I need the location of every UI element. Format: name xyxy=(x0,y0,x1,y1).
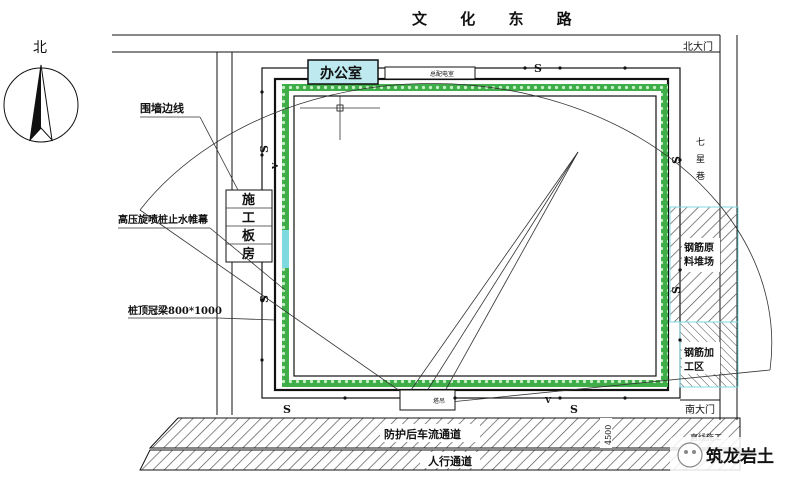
s-marker-bottom-left: S xyxy=(283,403,291,416)
cyan-segment-left xyxy=(282,230,289,268)
north-gate: 北大门 xyxy=(680,40,720,53)
road-name-right-2: 星 xyxy=(696,154,705,165)
v-marker-bottom: V xyxy=(544,395,552,405)
south-gate-label: 南大门 xyxy=(685,403,715,416)
s-marker-left-1: S xyxy=(258,145,271,153)
road-name-right-1: 七 xyxy=(696,137,705,148)
rebar-process-label-1: 钢筋加 xyxy=(684,346,714,359)
board-room: 施 工 板 房 xyxy=(225,189,273,263)
rebar-processing-area: 钢筋加 工区 xyxy=(679,321,739,388)
vehicle-channel: 防护后车流通道 4500 直线施工 xyxy=(148,417,741,449)
edge-markers: S S S V S S V S S xyxy=(258,62,683,416)
callout-fence-line-label: 围墙边线 xyxy=(140,101,184,115)
rebar-raw-label-2: 料堆场 xyxy=(684,255,714,268)
callout-fence-line: 围墙边线 xyxy=(140,101,239,191)
callout-cap-beam: 桩顶冠梁800*1000 xyxy=(128,304,276,321)
board-room-char-4: 房 xyxy=(242,246,255,262)
office-label: 办公室 xyxy=(320,65,362,82)
distribution-room-label: 总配电室 xyxy=(430,70,454,78)
crane-base-label: 塔吊 xyxy=(433,397,445,405)
pedestrian-channel: 人行通道 xyxy=(139,449,741,471)
pedestrian-channel-label: 人行通道 xyxy=(428,454,472,468)
south-gate: 南大门 xyxy=(680,399,720,416)
s-marker-bottom-right: S xyxy=(570,403,578,416)
rebar-raw-yard: 钢筋原 料堆场 xyxy=(669,206,739,323)
watermark-logo-icon xyxy=(677,442,703,468)
board-room-char-3: 板 xyxy=(242,228,256,244)
road-name-right-3: 巷 xyxy=(696,171,705,182)
v-marker-left: V xyxy=(270,162,280,170)
north-gate-label: 北大门 xyxy=(683,40,713,53)
office: 办公室 xyxy=(307,59,379,85)
vehicle-channel-label: 防护后车流通道 xyxy=(384,427,461,441)
top-road: 文 化 东 路 xyxy=(112,10,720,53)
s-marker-top: S xyxy=(534,62,542,75)
compass: 北 xyxy=(3,40,79,143)
board-room-char-2: 工 xyxy=(242,211,255,226)
road-name-top: 文 化 东 路 xyxy=(412,10,586,28)
distribution-room: 总配电室 xyxy=(384,66,476,80)
callout-jet-grouting: 高压旋喷桩止水帷幕 xyxy=(118,213,286,291)
north-label: 北 xyxy=(33,40,47,56)
callout-cap-beam-label: 桩顶冠梁800*1000 xyxy=(128,304,222,317)
board-room-char-1: 施 xyxy=(242,192,255,208)
channel-width-label: 4500 xyxy=(604,425,613,445)
s-marker-right-1: S xyxy=(670,156,683,164)
tower-crane: 塔吊 xyxy=(139,83,773,411)
callout-jet-grouting-label: 高压旋喷桩止水帷幕 xyxy=(118,213,209,226)
rebar-raw-label-1: 钢筋原 xyxy=(684,241,714,254)
excavation-pit xyxy=(293,95,657,377)
watermark: 筑龙岩土 xyxy=(670,437,798,473)
s-marker-right-2: S xyxy=(670,286,683,294)
s-marker-left-2: S xyxy=(258,295,271,303)
rebar-process-label-2: 工区 xyxy=(684,361,704,373)
watermark-text: 筑龙岩土 xyxy=(706,446,774,467)
